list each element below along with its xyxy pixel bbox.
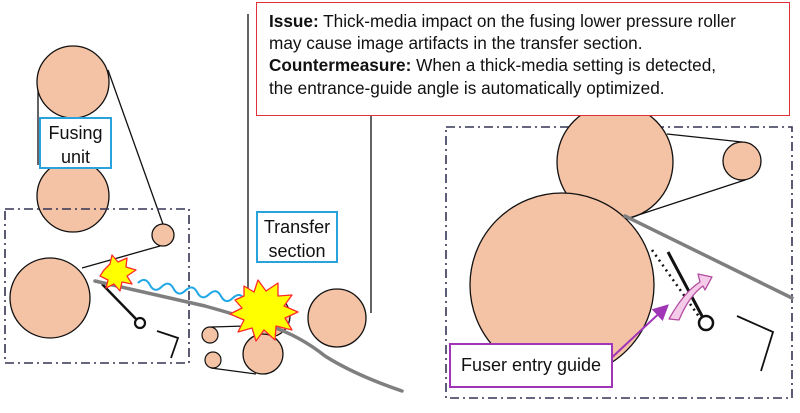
fusing-label-line1: Fusing	[48, 123, 103, 143]
entry-guide-label-text: Fuser entry guide	[460, 355, 602, 375]
rotation-arrow-icon	[668, 273, 713, 321]
fusing-label-line2: unit	[60, 147, 91, 167]
fusing-tension-roller	[151, 223, 175, 247]
issue-text-line2: may cause image artifacts in the transfe…	[269, 33, 643, 54]
left-entry-guide	[101, 283, 180, 359]
transfer-small-roller-bottom	[204, 351, 222, 369]
detail-guide-bracket	[736, 315, 775, 372]
transfer-secondary-roller	[242, 333, 284, 375]
fusing-unit	[9, 45, 175, 339]
detail-guide-dotted	[650, 249, 702, 319]
fusing-lower-pressure-roller	[9, 257, 91, 339]
transfer-label-line2: section	[268, 241, 326, 261]
transfer-small-roller-top	[201, 326, 219, 344]
fuser-entry-guide-label: Fuser entry guide	[449, 343, 613, 388]
fusing-unit-label: Fusing unit	[39, 117, 112, 169]
transfer-lower-belt-bottom	[210, 367, 257, 375]
transfer-lower-belt	[210, 325, 247, 328]
countermeasure-heading: Countermeasure:	[269, 55, 412, 76]
transfer-label-line1: Transfer	[263, 217, 331, 237]
issue-text-line1: Thick-media impact on the fusing lower p…	[323, 11, 736, 31]
issue-heading: Issue:	[269, 11, 319, 31]
transfer-section-label: Transfer section	[256, 211, 338, 263]
fusing-detail-box	[4, 208, 190, 364]
transfer-backup-roller	[307, 288, 367, 348]
entry-guide-pointer	[606, 304, 669, 363]
detail-belt-bottom	[619, 179, 746, 222]
issue-callout: Issue: Thick-media impact on the fusing …	[256, 2, 790, 116]
detail-entry-guide	[666, 251, 704, 317]
impact-burst-fusing	[99, 254, 137, 292]
detail-guide-pivot	[697, 314, 715, 332]
fusing-belt-lower	[81, 245, 161, 269]
detail-view	[445, 103, 794, 399]
fusing-belt-right	[107, 69, 165, 228]
detail-tension-roller	[722, 141, 762, 181]
countermeasure-text-line1: When a thick-media setting is detected,	[416, 55, 717, 76]
fusing-upper-roller	[36, 45, 110, 119]
vibration-wave	[137, 278, 257, 318]
detail-belt-top	[666, 133, 743, 143]
countermeasure-text-line2: the entrance-guide angle is automaticall…	[269, 77, 665, 98]
fusing-heat-roller	[36, 159, 110, 233]
detail-media-path	[623, 214, 794, 300]
impact-burst-transfer	[229, 279, 299, 342]
